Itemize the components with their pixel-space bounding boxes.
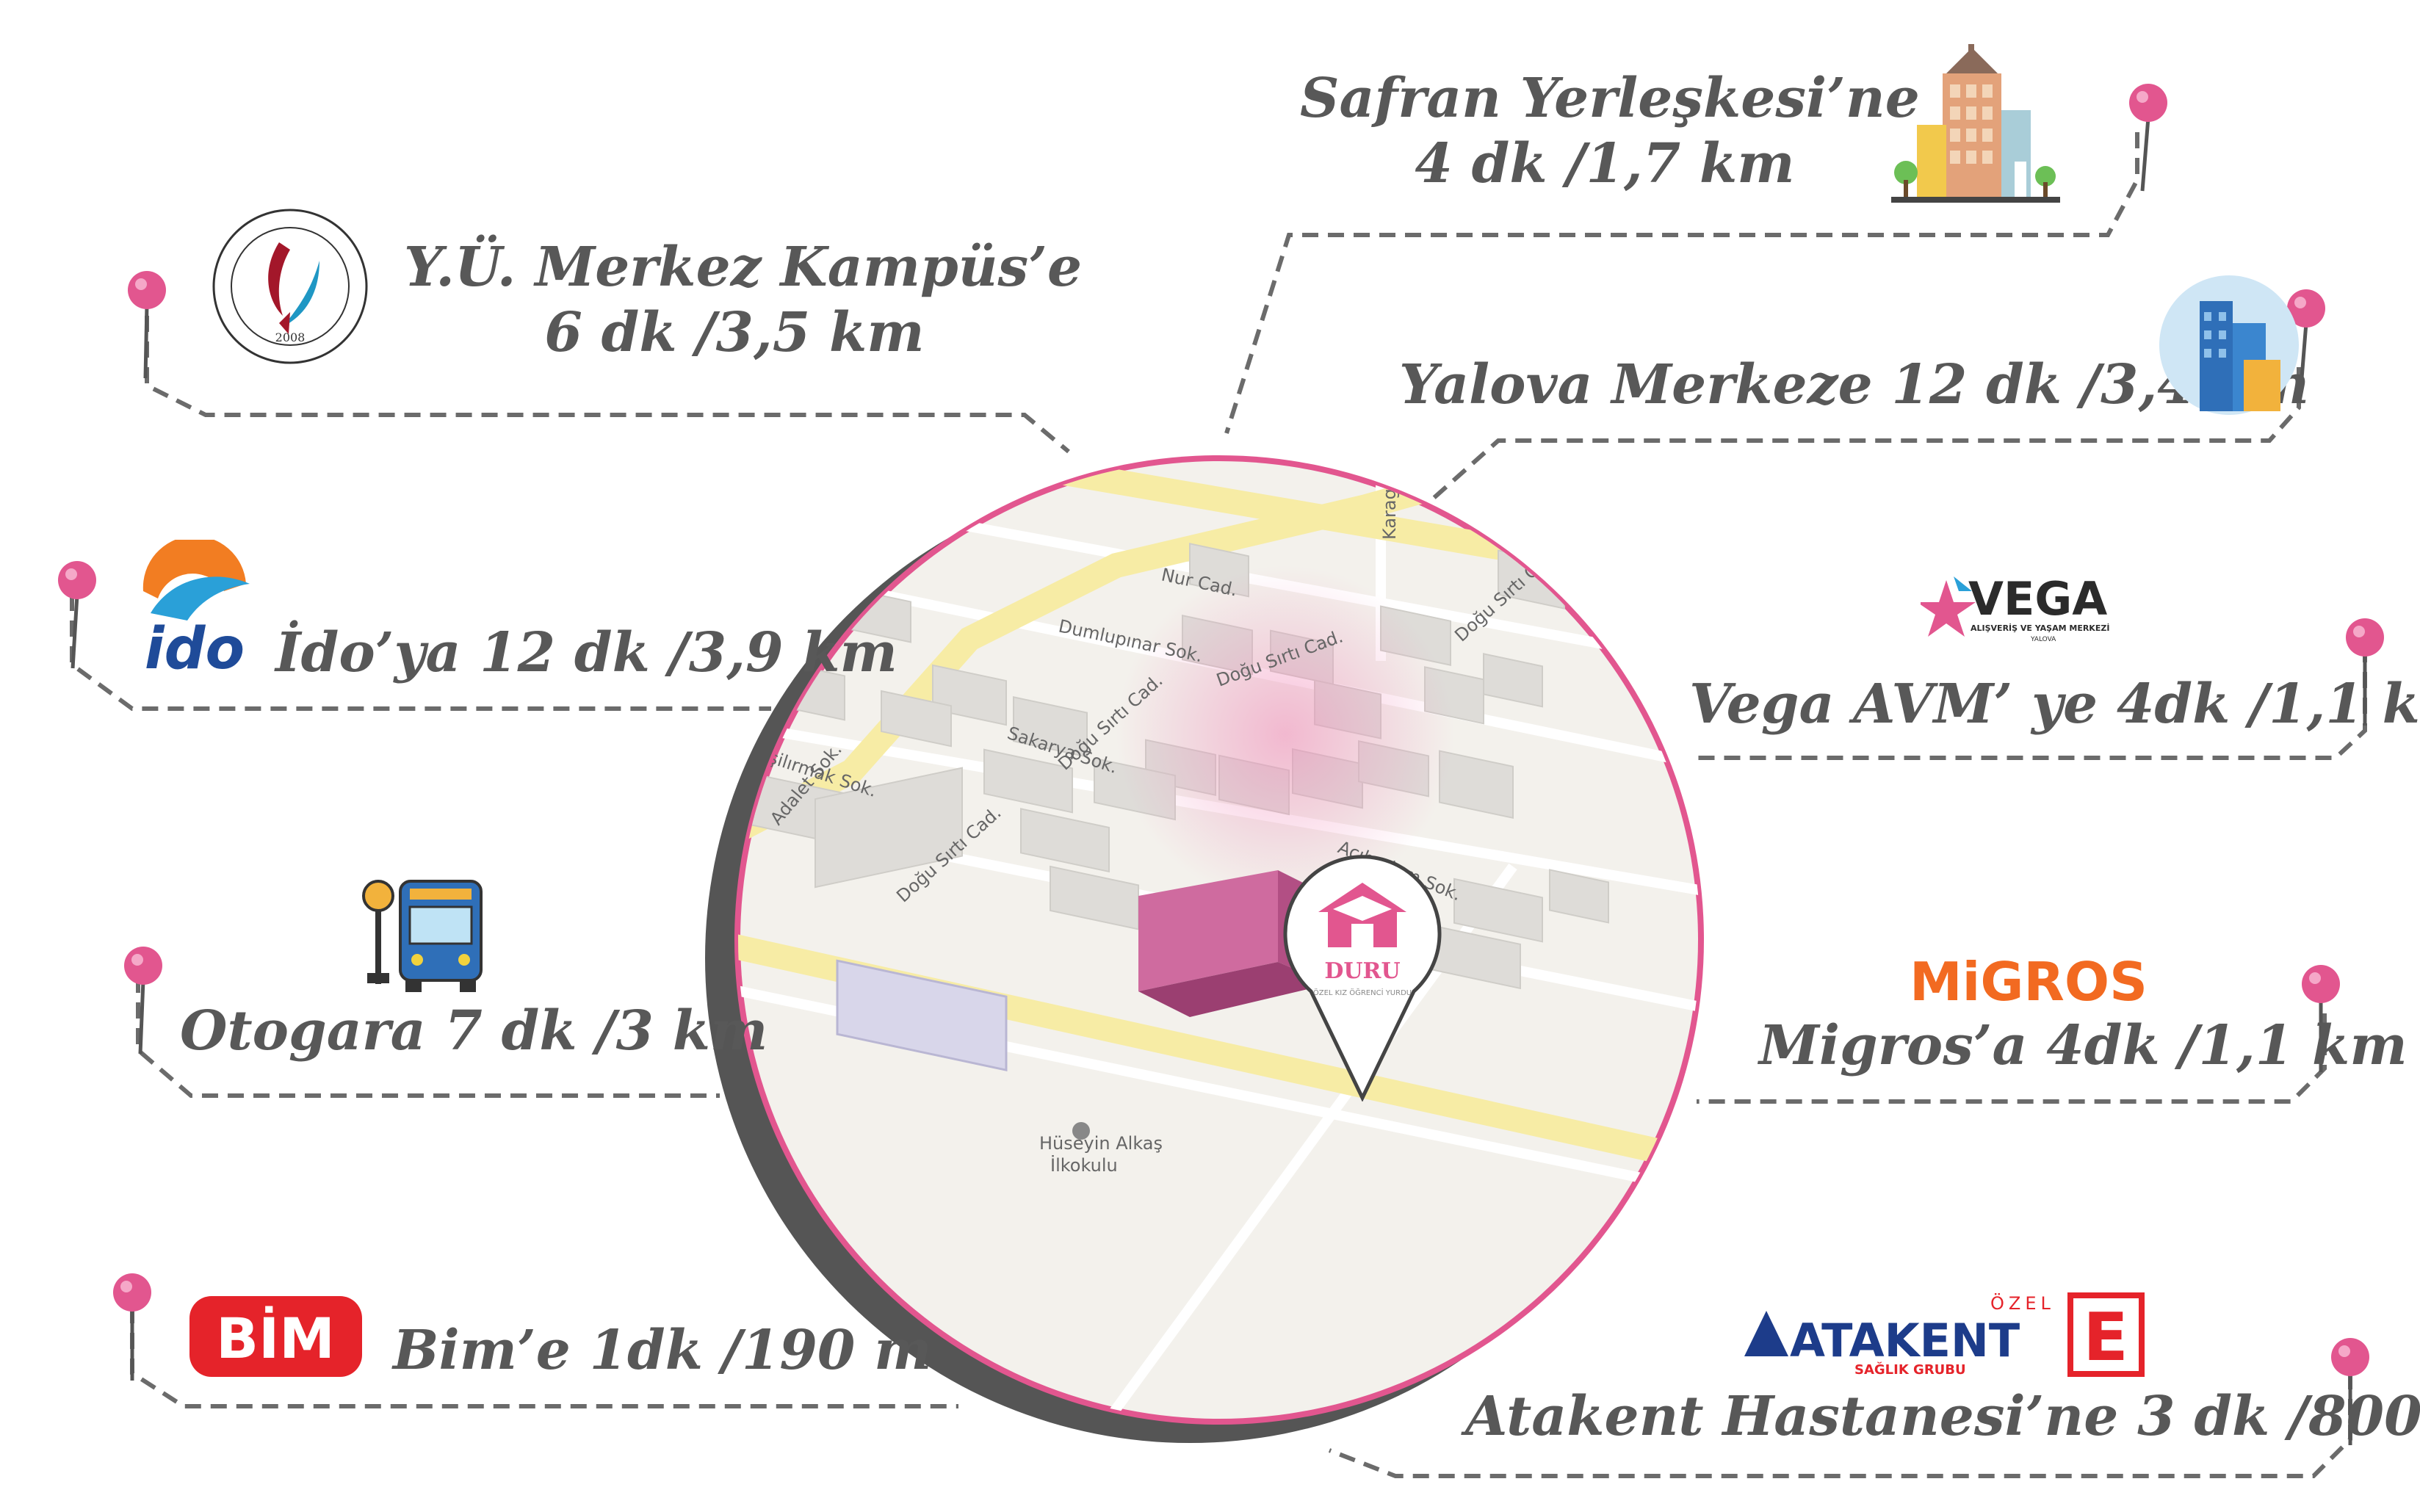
leader-line-safran <box>1224 132 2139 434</box>
city-buildings-icon <box>1891 44 2060 203</box>
label-migros: Migros’a 4dk /1,1 km <box>1759 1014 2408 1077</box>
leader-line-yu <box>145 316 1070 454</box>
vega-subtitle: ALIŞVERİŞ VE YAŞAM MERKEZİ <box>1971 623 2109 633</box>
leader-line-migros <box>1697 1013 2327 1104</box>
pin-icon <box>2129 84 2167 192</box>
leader-line-vega <box>1697 646 2367 760</box>
marker-subtitle: ÖZEL KIZ ÖĞRENCİ YURDU <box>1313 988 1412 997</box>
label-bim: Bim’e 1dk /190 m <box>393 1319 932 1382</box>
vega-city: YALOVA <box>2030 636 2056 643</box>
pin-icon <box>58 561 96 669</box>
street-label: upınar Sok. <box>792 480 895 521</box>
atakent-subtitle: SAĞLIK GRUBU <box>1854 1361 1966 1377</box>
pin-icon <box>128 271 166 379</box>
migros-logo: MiGROS <box>1910 951 2148 1013</box>
vega-wordmark: VEGA <box>1968 572 2107 626</box>
bim-wordmark: BİM <box>216 1305 335 1371</box>
map-circle: Nur Cad. Dumlupınar Sok. Sakarya Sok. Do… <box>705 454 1704 1443</box>
emergency-e-icon: E <box>2067 1292 2145 1377</box>
label-ido: İdo’ya 12 dk /3,9 km <box>275 621 897 684</box>
dorm-marker[interactable]: DURU ÖZEL KIZ ÖĞRENCİ YURDU <box>1278 852 1447 1102</box>
pin-icon <box>2346 618 2384 726</box>
street-label: Doğu Sırtı C <box>1517 454 1608 540</box>
migros-wordmark: MiGROS <box>1910 951 2148 1013</box>
leader-line-otogar <box>136 977 720 1098</box>
atakent-ozel: ÖZEL <box>1990 1292 2053 1314</box>
label-yalova: Yalova Merkeze 12 dk /3,4 km <box>1399 353 2310 416</box>
pin-icon <box>2287 289 2325 397</box>
label-otogar: Otogara 7 dk /3 km <box>180 999 768 1063</box>
atakent-logo: ÖZEL ATAKENT SAĞLIK GRUBU <box>1744 1292 2053 1377</box>
leader-line-atakent <box>1328 1373 2352 1478</box>
pin-icon <box>2302 965 2340 1072</box>
atakent-wordmark: ATAKENT <box>1790 1314 2020 1367</box>
poi-label: İlkokulu <box>1050 1154 1118 1176</box>
bus-stop-icon <box>362 880 483 992</box>
pin-icon <box>2331 1338 2369 1445</box>
pin-icon <box>124 947 162 1055</box>
leader-line-ido <box>70 595 771 711</box>
poi-label: Hüseyin Alkaş <box>1039 1133 1163 1154</box>
label-vega: Vega AVM’ ye 4dk /1,1 km <box>1689 673 2420 736</box>
seal-year: 2008 <box>275 330 306 344</box>
ido-wordmark: ido <box>145 616 245 679</box>
bim-logo: BİM <box>189 1296 362 1377</box>
yalova-university-seal: 2008 <box>212 209 368 364</box>
graduation-house-icon <box>1318 883 1406 947</box>
label-atakent: Atakent Hastanesi’ne 3 dk /800 m <box>1465 1385 2420 1448</box>
marker-title: DURU <box>1324 958 1400 984</box>
ido-logo: ido <box>142 540 250 679</box>
pin-icon <box>113 1273 151 1381</box>
pins <box>58 84 2384 1445</box>
city-skyline-icon <box>2159 275 2299 415</box>
emergency-letter: E <box>2083 1299 2128 1376</box>
vega-logo: VEGA ALIŞVERİŞ VE YAŞAM MERKEZİ YALOVA <box>1921 572 2109 643</box>
